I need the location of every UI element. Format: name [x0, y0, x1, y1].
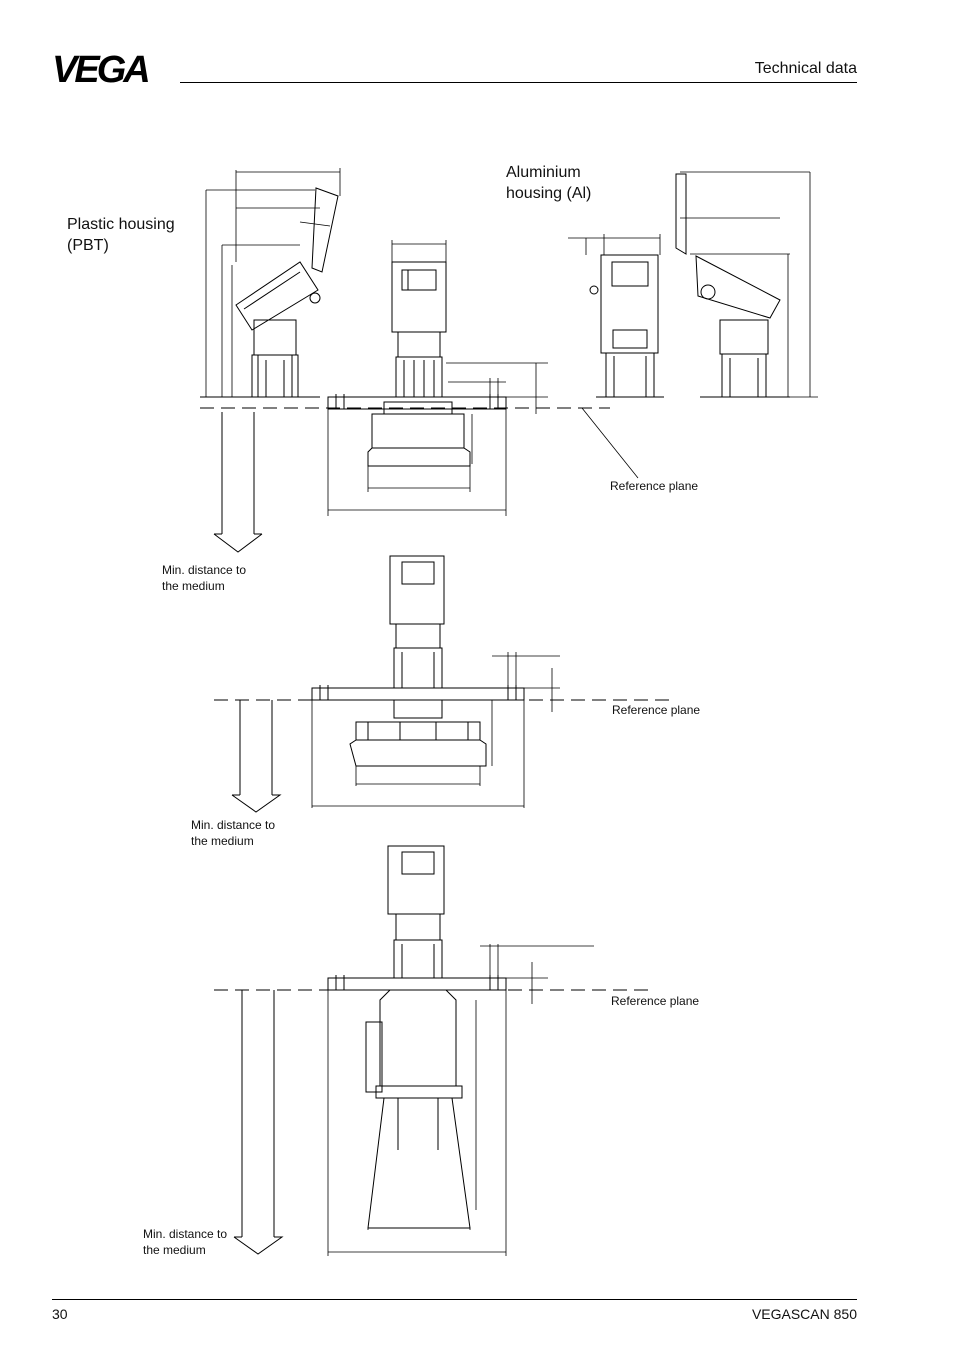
reference-plane-label-2: Reference plane — [612, 703, 701, 717]
min-distance-arrow-2 — [231, 700, 282, 813]
product-name: VEGASCAN 850 — [751, 1306, 857, 1322]
logo-text: VEGA — [52, 50, 148, 86]
aluminium-housing-label: Aluminium housing (Al) — [506, 164, 592, 202]
footer-rule — [52, 1299, 857, 1300]
aluminium-dimensions — [568, 171, 818, 398]
min-distance-label-3: Min. distance to the medium — [143, 1227, 228, 1257]
page-number: 30 — [52, 1306, 68, 1322]
center-sensor-view — [327, 261, 507, 467]
plastic-housing-side-view — [200, 187, 339, 398]
plastic-dimensions — [205, 168, 341, 397]
min-distance-arrow-3 — [233, 990, 284, 1255]
min-distance-label-2: Min. distance to the medium — [191, 818, 276, 848]
aluminium-front-view — [589, 254, 664, 398]
reference-plane-leader-1 — [581, 407, 639, 479]
min-distance-arrow-1 — [213, 412, 263, 553]
horn-sensor-view — [327, 845, 507, 1229]
section-title: Technical data — [754, 60, 857, 77]
horn-dimensions — [327, 944, 594, 1256]
center-dimensions — [327, 240, 548, 516]
plastic-housing-label: Plastic housing (PBT) — [67, 216, 175, 254]
reference-plane-label-3: Reference plane — [611, 994, 700, 1008]
middle-sensor-view — [311, 555, 525, 767]
header-rule — [180, 82, 857, 83]
vega-logo: VEGA — [52, 49, 172, 91]
aluminium-side-view — [675, 173, 790, 398]
reference-plane-label-1: Reference plane — [610, 479, 699, 493]
min-distance-label-1: Min. distance to the medium — [162, 563, 247, 593]
middle-dimensions — [311, 652, 560, 808]
